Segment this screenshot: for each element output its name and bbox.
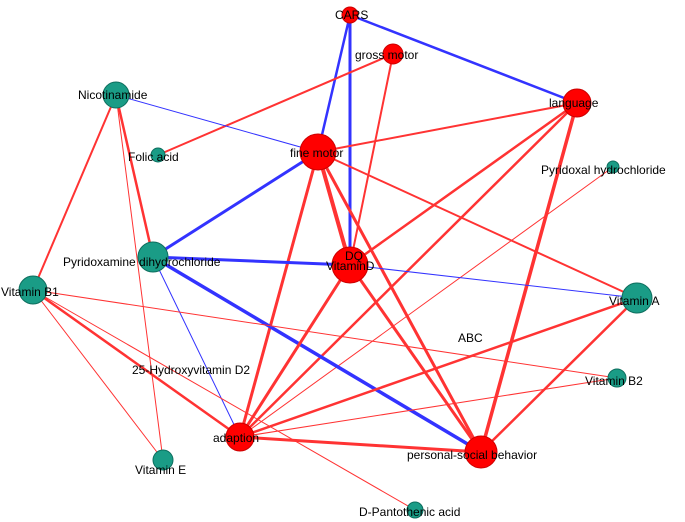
label-adaption: adaption <box>213 431 259 445</box>
node-vitamin_d <box>331 246 369 284</box>
label-layer: CARS gross motor language fine motor adaptio… <box>1 8 666 519</box>
node-cars <box>341 6 359 24</box>
node-vitamin_b2 <box>607 368 627 388</box>
edge-vitamin_b1-d_pantothenic <box>32 289 416 511</box>
edge-vitamin_d-adaption <box>238 263 352 439</box>
label-vitamin_d: VitaminD <box>326 259 375 273</box>
edge-fine_motor-language <box>317 102 578 153</box>
label-nicotinamide: Nicotinamide <box>78 88 148 102</box>
edge-pyridoxal-adaption <box>239 166 614 438</box>
node-vitamin_b1 <box>18 275 48 305</box>
edge-gross_motor-folic_acid <box>157 53 394 156</box>
edge-fine_motor-vitamin_d <box>316 150 352 267</box>
edge-gross_motor-vitamin_d <box>349 53 394 266</box>
label-pyridoxal: Pyridoxal hydrochloride <box>541 163 666 177</box>
node-d_pantothenic <box>406 501 424 519</box>
edge-nicotinamide-vitamin_e <box>115 94 164 461</box>
label-vitamin_b1: Vitamin B1 <box>1 285 59 299</box>
edge-vitamin_a-personal_social <box>479 296 639 454</box>
edge-pyridoxamine-adaption <box>152 256 241 438</box>
node-layer <box>18 6 653 519</box>
edge-pyridoxamine-personal_social <box>151 255 483 454</box>
edge-vitamin_b1-vitamin_e <box>32 289 164 461</box>
node-pyridoxamine <box>137 241 169 273</box>
node-fine_motor <box>299 133 337 171</box>
label-hydroxyvitamin_d2: 25-Hydroxyvitamin D2 <box>132 363 250 377</box>
label-vitamin_b2: Vitamin B2 <box>585 374 643 388</box>
label-folic_acid: Folic acid <box>128 150 179 164</box>
edge-cars-language <box>348 13 579 105</box>
edge-language-vitamin_d <box>348 101 579 267</box>
label-personal_social: personal-social behavior <box>407 448 537 462</box>
node-pyridoxal <box>606 160 620 174</box>
edge-fine_motor-adaption <box>238 150 320 439</box>
edge-fine_motor-personal_social <box>316 150 483 454</box>
node-adaption <box>225 422 255 452</box>
edge-language-adaption <box>238 101 579 439</box>
edge-language-personal_social <box>479 101 579 454</box>
edge-vitamin_d-personal_social <box>348 263 483 454</box>
label-language: language <box>549 96 599 110</box>
edge-layer <box>31 13 639 511</box>
label-vitamin_e: Vitamin E <box>135 463 186 477</box>
node-nicotinamide <box>102 81 130 109</box>
node-language <box>562 88 592 118</box>
edge-nicotinamide-fine_motor <box>115 94 319 153</box>
label-cars: CARS <box>335 8 368 22</box>
node-vitamin_a <box>621 282 653 314</box>
edge-pyridoxamine-vitamin_d <box>151 255 352 267</box>
node-folic_acid <box>150 147 166 163</box>
edge-vitamin_a-adaption <box>238 296 639 439</box>
node-vitamin_e <box>152 449 174 471</box>
edge-fine_motor-pyridoxamine <box>151 150 320 259</box>
node-gross_motor <box>382 43 404 65</box>
edge-vitamin_d-vitamin_a <box>349 264 638 299</box>
edge-adaption-vitamin_b2 <box>239 377 618 438</box>
edge-fine_motor-vitamin_a <box>317 151 638 299</box>
edge-vitamin_b1-vitamin_b2 <box>32 289 618 379</box>
label-gross_motor: gross motor <box>355 48 418 62</box>
label-abc: ABC <box>458 331 483 345</box>
edge-nicotinamide-vitamin_b1 <box>32 94 117 291</box>
edge-cars-fine_motor <box>316 13 352 154</box>
node-personal_social <box>464 435 498 469</box>
edge-nicotinamide-pyridoxamine <box>114 93 155 259</box>
label-fine_motor: fine motor <box>290 146 343 160</box>
label-vitamin_a: Vitamin A <box>609 294 659 308</box>
edge-vitamin_b1-adaption <box>31 288 242 439</box>
label-pyridoxamine: Pyridoxamine dihydrochloride <box>63 255 221 269</box>
edge-adaption-personal_social <box>238 435 483 454</box>
label-dq: DQ <box>345 249 363 263</box>
label-d_pantothenic: D-Pantothenic acid <box>359 505 460 519</box>
